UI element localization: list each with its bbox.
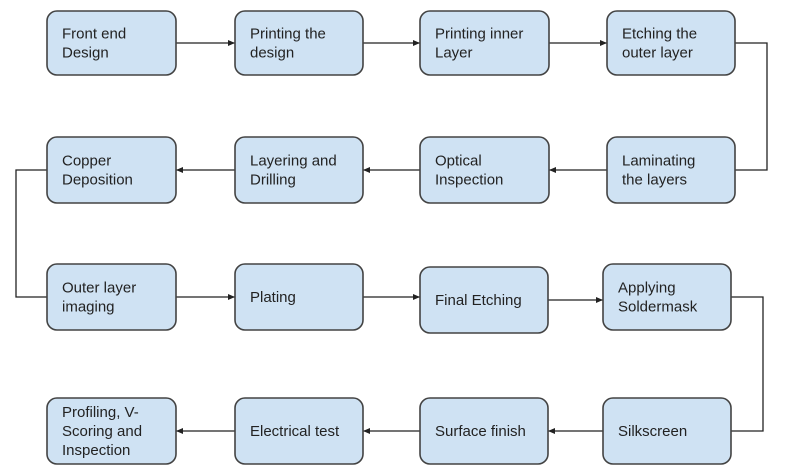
node-box <box>234 136 364 204</box>
edge-n4-to-n5 <box>735 42 768 171</box>
flow-node-n14: Surface finish <box>419 397 549 465</box>
node-box <box>602 397 732 465</box>
node-label: Laminating the layers <box>622 152 695 188</box>
node-box <box>606 136 736 204</box>
node-label-line: Front end <box>62 25 126 42</box>
node-box <box>419 397 549 465</box>
node-label: Electrical test <box>250 423 340 440</box>
flow-node-n5: Laminating the layers <box>606 136 736 204</box>
node-label: Surface finish <box>435 423 526 440</box>
node-label: Final Etching <box>435 292 522 309</box>
node-label-line: Plating <box>250 289 296 306</box>
node-label-line: Printing inner <box>435 25 523 42</box>
node-box <box>419 136 550 204</box>
node-box <box>606 10 736 76</box>
node-label: Silkscreen <box>618 423 687 440</box>
node-box <box>46 136 177 204</box>
edges-layer <box>15 40 768 434</box>
node-box <box>234 10 364 76</box>
node-label-line: Electrical test <box>250 423 340 440</box>
node-box <box>46 10 177 76</box>
node-box <box>46 397 177 465</box>
node-box <box>419 10 550 76</box>
node-label-line: outer layer <box>622 44 693 61</box>
edge-n8-to-n9 <box>15 169 47 298</box>
node-label-line: Layer <box>435 44 473 61</box>
node-label-line: Optical <box>435 152 482 169</box>
node-box <box>234 397 364 465</box>
edge-n12-to-n13 <box>731 296 764 432</box>
node-label: Plating <box>250 289 296 306</box>
node-label-line: Silkscreen <box>618 423 687 440</box>
node-label-line: Design <box>62 44 109 61</box>
node-label-line: Applying <box>618 279 676 296</box>
node-label-line: Drilling <box>250 171 296 188</box>
node-label-line: Deposition <box>62 171 133 188</box>
node-label: Printing the design <box>250 25 326 61</box>
flow-node-n13: Silkscreen <box>602 397 732 465</box>
node-label-line: Final Etching <box>435 292 522 309</box>
node-label: Outer layer imaging <box>62 279 136 315</box>
flow-node-n9: Outer layer imaging <box>46 263 177 331</box>
node-label-line: Outer layer <box>62 279 136 296</box>
node-label-line: design <box>250 44 294 61</box>
flow-node-n2: Printing the design <box>234 10 364 76</box>
flow-node-n15: Electrical test <box>234 397 364 465</box>
node-label-line: Inspection <box>435 171 503 188</box>
flow-node-n11: Final Etching <box>419 266 549 334</box>
node-label-line: Inspection <box>62 442 130 459</box>
node-label-line: Copper <box>62 152 111 169</box>
node-box <box>419 266 549 334</box>
node-label-line: Scoring and <box>62 423 142 440</box>
node-label-line: imaging <box>62 298 115 315</box>
flow-node-n4: Etching the outer layer <box>606 10 736 76</box>
flow-node-n10: Plating <box>234 263 364 331</box>
node-label: Etching the outer layer <box>622 25 697 61</box>
node-box <box>234 263 364 331</box>
node-box <box>46 263 177 331</box>
node-label-line: Layering and <box>250 152 337 169</box>
node-label-line: Profiling, V- <box>62 404 139 421</box>
node-label-line: Surface finish <box>435 423 526 440</box>
node-label-line: Etching the <box>622 25 697 42</box>
node-label-line: Laminating <box>622 152 695 169</box>
node-box <box>602 263 732 331</box>
node-label-line: the layers <box>622 171 687 188</box>
node-label-line: Soldermask <box>618 298 698 315</box>
node-label-line: Printing the <box>250 25 326 42</box>
